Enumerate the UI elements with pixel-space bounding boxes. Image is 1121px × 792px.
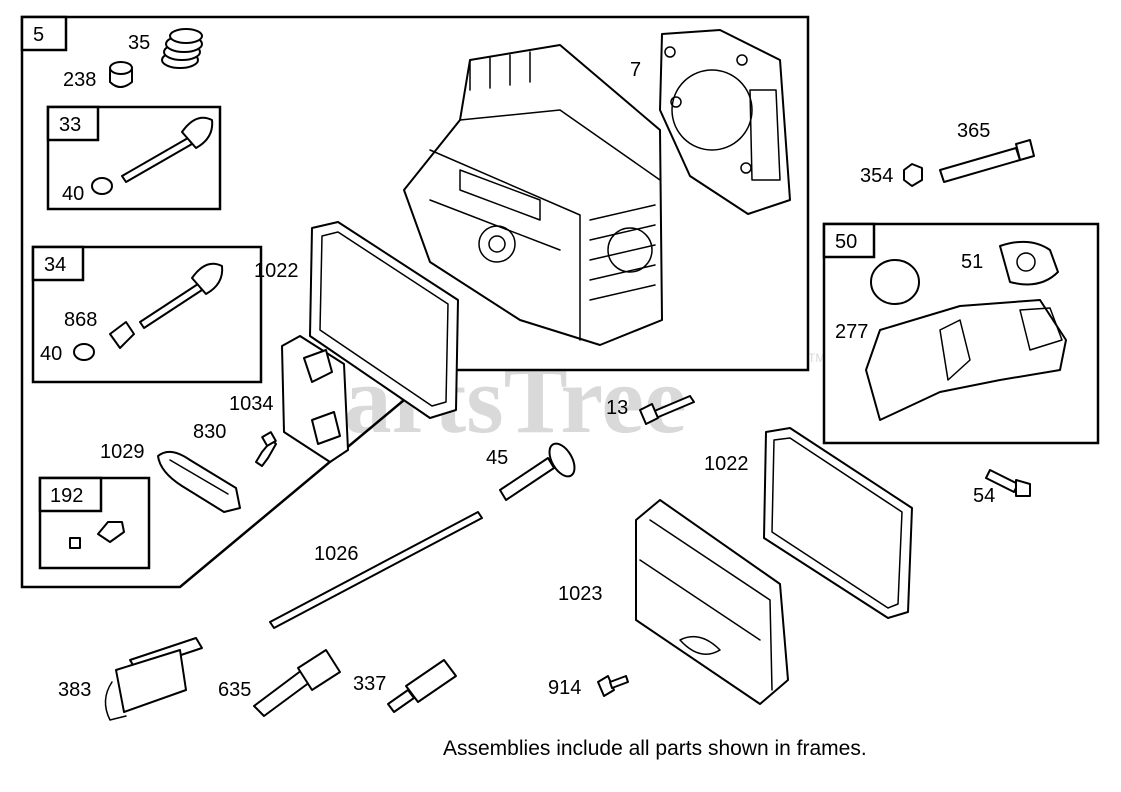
label-830: 830	[193, 421, 226, 443]
label-7: 7	[630, 59, 641, 81]
label-337: 337	[353, 673, 386, 695]
intake-elbow-part	[865, 299, 1067, 421]
label-1029: 1029	[100, 441, 145, 463]
frame-192-label: 192	[50, 485, 83, 507]
frame-5-label: 5	[33, 24, 44, 46]
frame-assembly-34	[31, 245, 263, 384]
label-35: 35	[128, 32, 150, 54]
label-1022-b: 1022	[704, 453, 749, 475]
label-383: 383	[58, 679, 91, 701]
valve-cover-gasket-upper-part	[309, 221, 459, 419]
frame-5-tag	[20, 15, 68, 52]
label-40-b: 40	[40, 343, 62, 365]
watermark-trademark: TM	[808, 351, 825, 365]
nut-part	[903, 163, 923, 187]
label-1034: 1034	[229, 393, 274, 415]
label-914: 914	[548, 677, 581, 699]
label-1022-a: 1022	[254, 260, 299, 282]
frame-50-tag	[822, 222, 876, 259]
intake-gasket-part	[999, 240, 1059, 286]
label-1026: 1026	[314, 543, 359, 565]
label-54: 54	[973, 485, 995, 507]
adjuster-parts	[69, 521, 125, 549]
frame-192-tag	[38, 476, 103, 513]
screw-part	[597, 675, 629, 697]
spring-part	[161, 28, 203, 69]
assembly-note: Assemblies include all parts shown in fr…	[443, 737, 867, 760]
breather-plate-part	[281, 335, 349, 463]
spark-plug-part	[387, 659, 457, 713]
cylinder-head-part	[403, 44, 663, 346]
bolt-part-13	[639, 395, 695, 425]
label-277: 277	[835, 321, 868, 343]
exhaust-valve-part	[91, 116, 214, 195]
valve-cover-part	[635, 499, 789, 705]
guide-plate-part	[499, 442, 576, 501]
spring-compressor-part	[104, 637, 203, 721]
valve-cap-part	[109, 61, 133, 88]
label-354: 354	[860, 165, 893, 187]
frame-assembly-33	[46, 105, 222, 211]
label-40-a: 40	[62, 183, 84, 205]
frame-34-label: 34	[44, 254, 66, 276]
valve-guide-tool-part	[253, 649, 341, 717]
head-gasket-part	[659, 29, 791, 215]
breather-tube-part	[939, 139, 1035, 183]
label-365: 365	[957, 120, 990, 142]
frame-50-label: 50	[835, 231, 857, 253]
label-13: 13	[606, 397, 628, 419]
label-1023: 1023	[558, 583, 603, 605]
o-ring-part	[870, 259, 920, 305]
rocker-stud-part	[255, 431, 277, 467]
frame-assembly-50	[822, 222, 1100, 445]
label-868: 868	[64, 309, 97, 331]
intake-valve-part	[73, 262, 224, 361]
valve-cover-gasket-lower-part	[763, 427, 913, 619]
bolt-part-54	[985, 469, 1031, 497]
label-635: 635	[218, 679, 251, 701]
label-51: 51	[961, 251, 983, 273]
label-45: 45	[486, 447, 508, 469]
label-238: 238	[63, 69, 96, 91]
frame-33-label: 33	[59, 114, 81, 136]
frame-34-tag	[31, 245, 85, 282]
push-rod-part	[269, 511, 483, 629]
frame-33-tag	[46, 105, 100, 142]
rocker-arm-part	[157, 450, 241, 513]
